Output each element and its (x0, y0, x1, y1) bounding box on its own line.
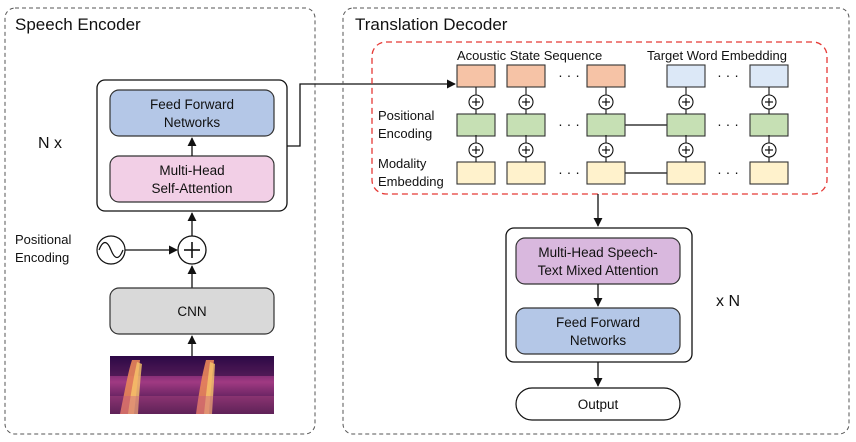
output-label: Output (578, 397, 619, 412)
positional-embedding-cell (506, 113, 546, 137)
modality-embedding-cell (666, 161, 706, 185)
positional-embedding-cell (456, 113, 496, 137)
translation-decoder-title: Translation Decoder (355, 15, 508, 34)
decoder-ffn-box (515, 307, 681, 355)
decoder-ffn-line1: Feed Forward (556, 315, 640, 330)
spectrogram-image (110, 356, 274, 414)
acoustic-state-cell (586, 64, 626, 88)
positional-embedding-cell (749, 113, 789, 137)
encoder-positional-line1: Positional (15, 232, 71, 247)
modality-embedding-cell (749, 161, 789, 185)
target-embedding-cell (666, 64, 706, 88)
encoder-attention-line1: Multi-Head (159, 163, 224, 178)
encoder-attention-line2: Self-Attention (151, 181, 232, 196)
target-embedding-header: Target Word Embedding (647, 48, 787, 63)
ellipsis-modality-left: · · · (558, 164, 580, 180)
encoder-ffn-line2: Networks (164, 115, 221, 130)
encoder-ffn-box (109, 89, 275, 137)
positional-embedding-cell (666, 113, 706, 137)
positional-row-label-2: Encoding (378, 126, 432, 141)
cnn-box (109, 287, 275, 335)
acoustic-state-cell (456, 64, 496, 88)
translation-decoder-panel (342, 7, 850, 435)
modality-embedding-cell (456, 161, 496, 185)
acoustic-state-cell (506, 64, 546, 88)
modality-row-label-2: Embedding (378, 174, 444, 189)
arrow-encoder-to-decoder (287, 79, 456, 147)
ellipsis-target-row: · · · (717, 67, 739, 83)
modality-row-label-1: Modality (378, 156, 427, 171)
mixed-attention-line2: Text Mixed Attention (538, 263, 659, 278)
ellipsis-positional-left: · · · (558, 116, 580, 132)
sine-wave-icon (96, 235, 126, 265)
token-grid (456, 64, 789, 185)
ellipsis-positional-right: · · · (717, 116, 739, 132)
ellipsis-modality-right: · · · (717, 164, 739, 180)
decoder-input-region (371, 41, 828, 195)
target-embedding-cell (749, 64, 789, 88)
acoustic-sequence-header: Acoustic State Sequence (457, 48, 602, 63)
speech-encoder-title: Speech Encoder (15, 15, 141, 34)
encoder-repeat-label: N x (38, 135, 62, 152)
speech-encoder-panel (4, 7, 316, 435)
mixed-attention-line1: Multi-Head Speech- (538, 245, 657, 260)
modality-embedding-cell (586, 161, 626, 185)
add-operator-icon (177, 235, 207, 265)
ellipsis-acoustic-row: · · · (558, 67, 580, 83)
output-box (515, 387, 681, 421)
positional-embedding-cell (586, 113, 626, 137)
encoder-positional-line2: Encoding (15, 250, 69, 265)
positional-row-label-1: Positional (378, 108, 434, 123)
cnn-label: CNN (177, 304, 206, 319)
encoder-ffn-line1: Feed Forward (150, 97, 234, 112)
decoder-repeat-label: x N (716, 293, 740, 310)
modality-embedding-cell (506, 161, 546, 185)
decoder-ffn-line2: Networks (570, 333, 627, 348)
